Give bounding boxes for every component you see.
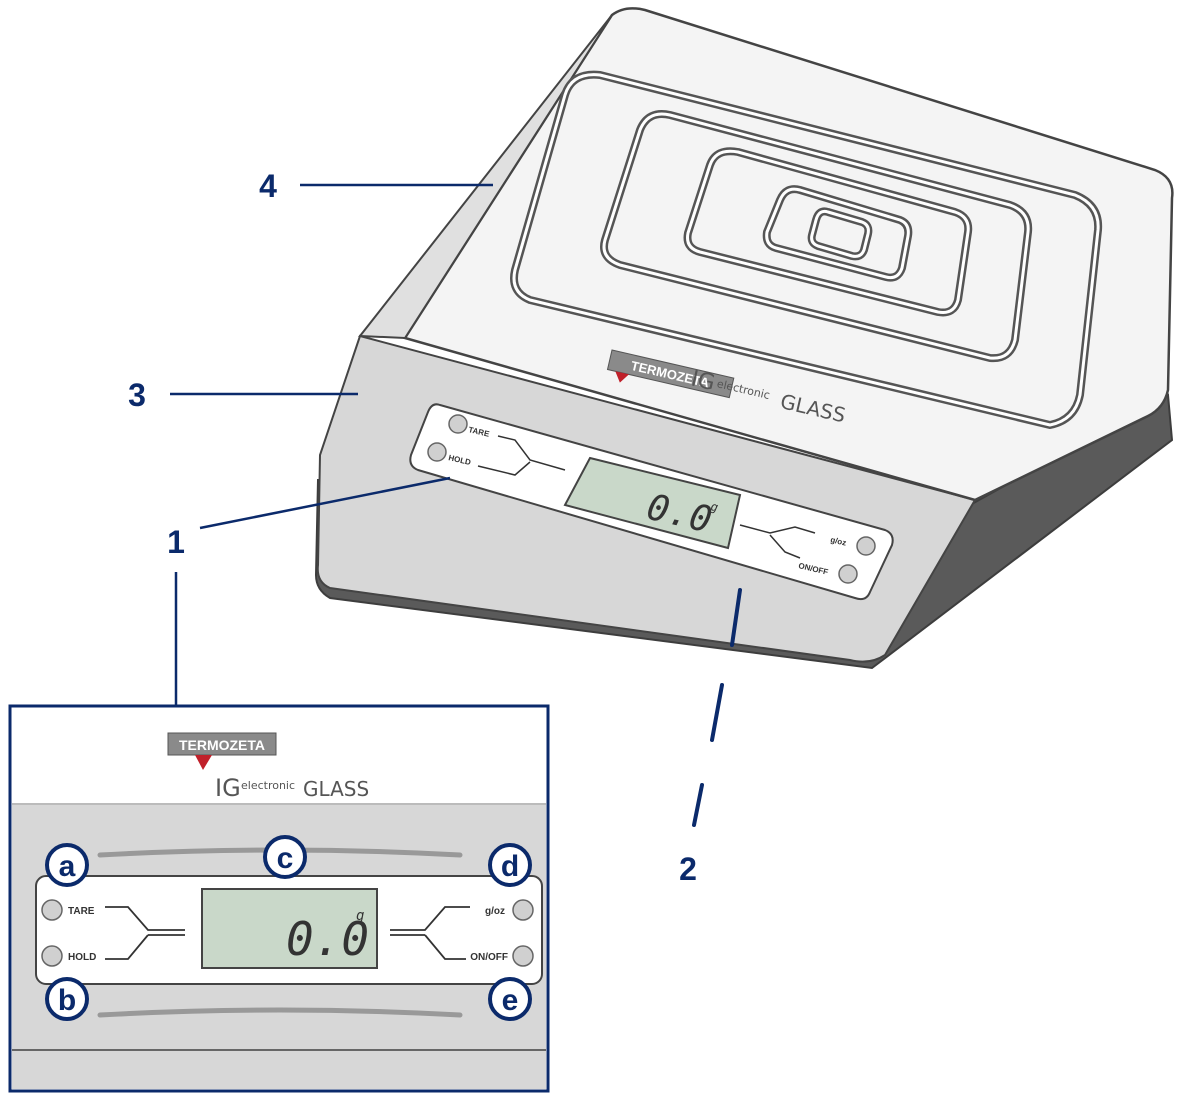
inset-lcd-screen — [201, 888, 378, 969]
unit-toggle-button[interactable] — [856, 536, 876, 556]
callout-1-number: 1 — [167, 524, 185, 560]
inset-model-suffix: GLASS — [303, 777, 369, 801]
badge-d: d — [488, 843, 532, 887]
callout-1-leader — [199, 476, 451, 530]
badge-a: a — [45, 843, 89, 887]
inset-tare-label: TARE — [68, 906, 95, 917]
inset-panel-connectors — [105, 906, 470, 960]
inset-hold-button[interactable] — [41, 945, 63, 967]
callout-2-number: 2 — [679, 851, 697, 887]
hold-button[interactable] — [427, 442, 447, 462]
inset-lcd-unit: g — [356, 908, 364, 924]
inset-brand-name: TERMOZETA — [179, 737, 265, 753]
callout-3-number: 3 — [128, 377, 146, 413]
svg-text:a: a — [59, 850, 76, 883]
svg-text:e: e — [502, 984, 519, 1017]
unit-toggle-label: g/oz — [830, 535, 848, 547]
inset-unit-toggle-button[interactable] — [512, 899, 534, 921]
callout-4-number: 4 — [259, 168, 277, 204]
badge-b: b — [45, 977, 89, 1021]
inset-power-label: ON/OFF — [470, 952, 508, 963]
inset-model-name: IG electronic GLASS — [215, 774, 369, 802]
power-button[interactable] — [838, 564, 858, 584]
inset-model-prefix: electronic — [241, 779, 295, 792]
panel-connectors — [477, 435, 816, 559]
inset-power-button[interactable] — [512, 945, 534, 967]
callout-2-leader — [692, 588, 742, 827]
badge-e: e — [488, 977, 532, 1021]
detail-inset: TERMOZETA IG electronic GLASS 0.0 g TARE… — [8, 704, 550, 1093]
svg-text:IG: IG — [689, 366, 718, 396]
callouts: 4 3 1 2 — [128, 168, 742, 887]
glass-left-edge — [358, 14, 613, 340]
tare-button[interactable] — [448, 414, 468, 434]
inset-brand-logo: TERMOZETA — [167, 732, 277, 770]
inset-tare-button[interactable] — [41, 899, 63, 921]
svg-text:c: c — [277, 842, 294, 875]
kitchen-scale: TERMOZETA IG electronic GLASS 0.0 g TARE… — [314, 7, 1174, 670]
lcd-unit: g — [709, 499, 719, 514]
inset-lcd-reading: 0.0 — [286, 912, 369, 966]
lcd-screen — [563, 456, 742, 550]
inset-hold-label: HOLD — [68, 952, 96, 963]
badge-c: c — [263, 835, 307, 879]
svg-text:d: d — [501, 850, 519, 883]
svg-text:b: b — [58, 984, 76, 1017]
svg-text:IG: IG — [215, 774, 241, 802]
inset-unit-toggle-label: g/oz — [485, 906, 505, 917]
